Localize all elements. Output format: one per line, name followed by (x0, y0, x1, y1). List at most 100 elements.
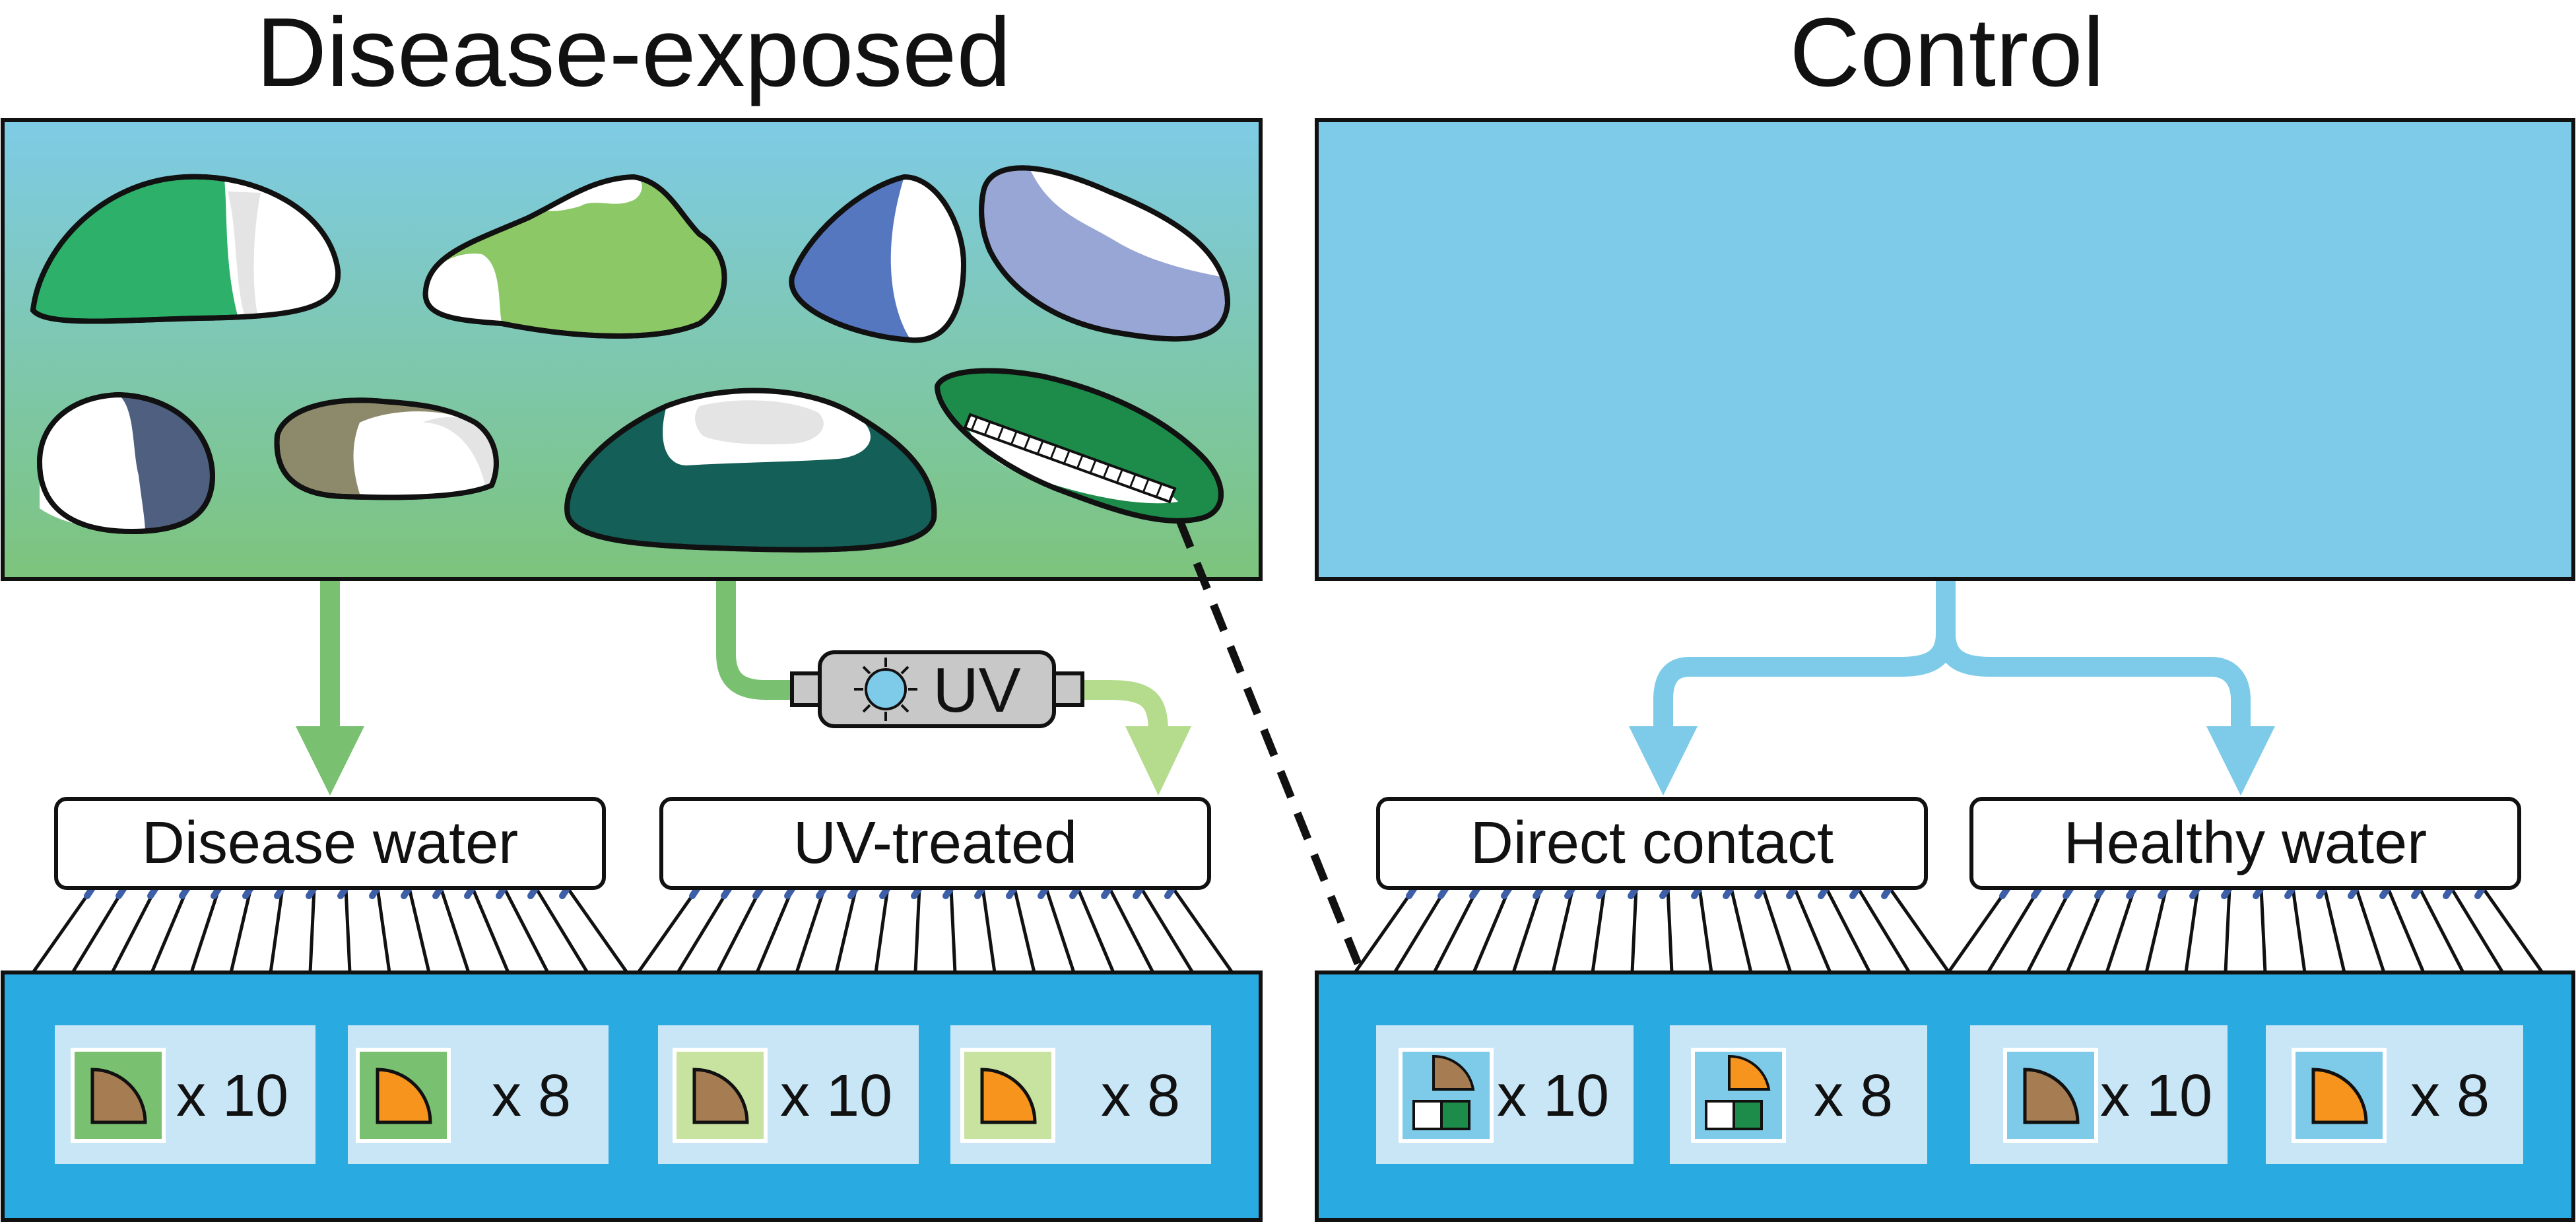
group-well-4: x 8 (950, 1025, 1211, 1164)
treatment-box-uv-treated: UV-treated (659, 797, 1211, 890)
hanging-string (1856, 887, 1911, 974)
group-well-3: x 10 (658, 1025, 919, 1164)
coral-tile-orange (960, 1048, 1055, 1143)
hanging-string (471, 887, 510, 973)
hanging-string (1012, 887, 1036, 973)
coral-tile-brown (2003, 1048, 2098, 1143)
hanging-string (1729, 887, 1753, 973)
coral-blue-small (789, 174, 967, 343)
hanging-string (795, 887, 826, 973)
hanging-string (2386, 887, 2426, 973)
hanging-string (1946, 887, 2010, 974)
coral-slate (36, 392, 216, 535)
coral-dark-teal (564, 388, 937, 553)
group-count: x 8 (2410, 1063, 2490, 1129)
hanging-string (1630, 887, 1638, 973)
hanging-string (2144, 887, 2168, 973)
hanging-string (31, 887, 94, 974)
hanging-string (2224, 887, 2231, 973)
disease-water-arrow (296, 581, 364, 796)
group-well-2: x 8 (348, 1025, 609, 1164)
hanging-string (913, 887, 921, 973)
hanging-string (1511, 887, 1543, 973)
coral-light-green-mound (422, 174, 727, 339)
hanging-string (1698, 887, 1713, 973)
hanging-string (110, 887, 158, 974)
treatment-box-healthy-water: Healthy water (1969, 797, 2521, 890)
hanging-string (2184, 887, 2200, 973)
hanging-string (439, 887, 471, 973)
coral-lavender (979, 165, 1231, 342)
treatment-label: Healthy water (2064, 810, 2427, 876)
hanging-string (1666, 887, 1674, 973)
hanging-string (834, 887, 858, 973)
hanging-string (407, 887, 431, 973)
hanging-string (1107, 887, 1155, 974)
hanging-string (2065, 887, 2105, 973)
hanging-string (2418, 887, 2465, 974)
hanging-string (344, 887, 352, 973)
coral-tile-orange (356, 1048, 451, 1143)
hanging-string (2259, 887, 2267, 973)
hanging-string (1986, 887, 2041, 974)
hanging-string (1139, 887, 1195, 974)
hanging-string (1076, 887, 1115, 973)
hanging-string (229, 887, 253, 973)
group-count: x 10 (2100, 1063, 2212, 1129)
treatment-label: UV-treated (793, 810, 1077, 876)
uv-label: UV (933, 655, 1020, 726)
treatment-label: Direct contact (1470, 810, 1833, 876)
string-array (1946, 877, 2544, 974)
title-disease-exposed: Disease-exposed (256, 0, 1011, 107)
hanging-string (502, 887, 550, 974)
hanging-string (2449, 887, 2505, 974)
coral-green-tagged (934, 368, 1224, 524)
hanging-string (1472, 887, 1511, 973)
hanging-string (1888, 887, 1951, 974)
group-well-8: x 8 (2266, 1025, 2523, 1164)
hanging-string (1793, 887, 1832, 973)
uv-filter: UV (790, 650, 1084, 728)
hanging-string (1551, 887, 1575, 973)
hanging-string (874, 887, 890, 973)
hanging-string (1432, 887, 1480, 974)
group-count: x 8 (1814, 1063, 1893, 1129)
uv-treated-arrow (716, 581, 1191, 796)
hanging-string (2291, 887, 2307, 973)
coral-tile-brown (673, 1048, 768, 1143)
hanging-string (566, 887, 629, 974)
group-count: x 10 (780, 1063, 892, 1129)
hanging-string (1044, 887, 1076, 973)
control-split-arrow (1629, 581, 2275, 796)
coral-tile-orange (2292, 1048, 2387, 1143)
disease-exposed-tank (1, 118, 1263, 581)
hanging-string (2105, 887, 2136, 973)
hanging-string (981, 887, 997, 973)
coral-olive (274, 397, 499, 500)
hanging-string (71, 887, 126, 974)
sun-icon (854, 658, 917, 721)
group-well-5: x 10 (1376, 1025, 1634, 1164)
hanging-string (534, 887, 589, 974)
hanging-string (1761, 887, 1793, 973)
hanging-string (949, 887, 957, 973)
hanging-string (1353, 887, 1416, 974)
hanging-string (376, 887, 391, 973)
coral-tile-orange-with-source (1691, 1048, 1786, 1143)
hanging-string (308, 887, 316, 973)
hanging-string (1824, 887, 1872, 974)
hanging-string (676, 887, 731, 974)
group-well-1: x 10 (55, 1025, 315, 1164)
hanging-string (1171, 887, 1234, 974)
hanging-string (269, 887, 284, 973)
hanging-string (1393, 887, 1448, 974)
control-tank (1315, 118, 2575, 581)
group-count: x 10 (176, 1063, 288, 1129)
hanging-string (755, 887, 795, 973)
string-array (636, 877, 1234, 974)
hanging-string (1591, 887, 1606, 973)
hanging-string (636, 887, 700, 974)
coral-green-dome (30, 174, 341, 324)
group-count: x 10 (1497, 1063, 1609, 1129)
